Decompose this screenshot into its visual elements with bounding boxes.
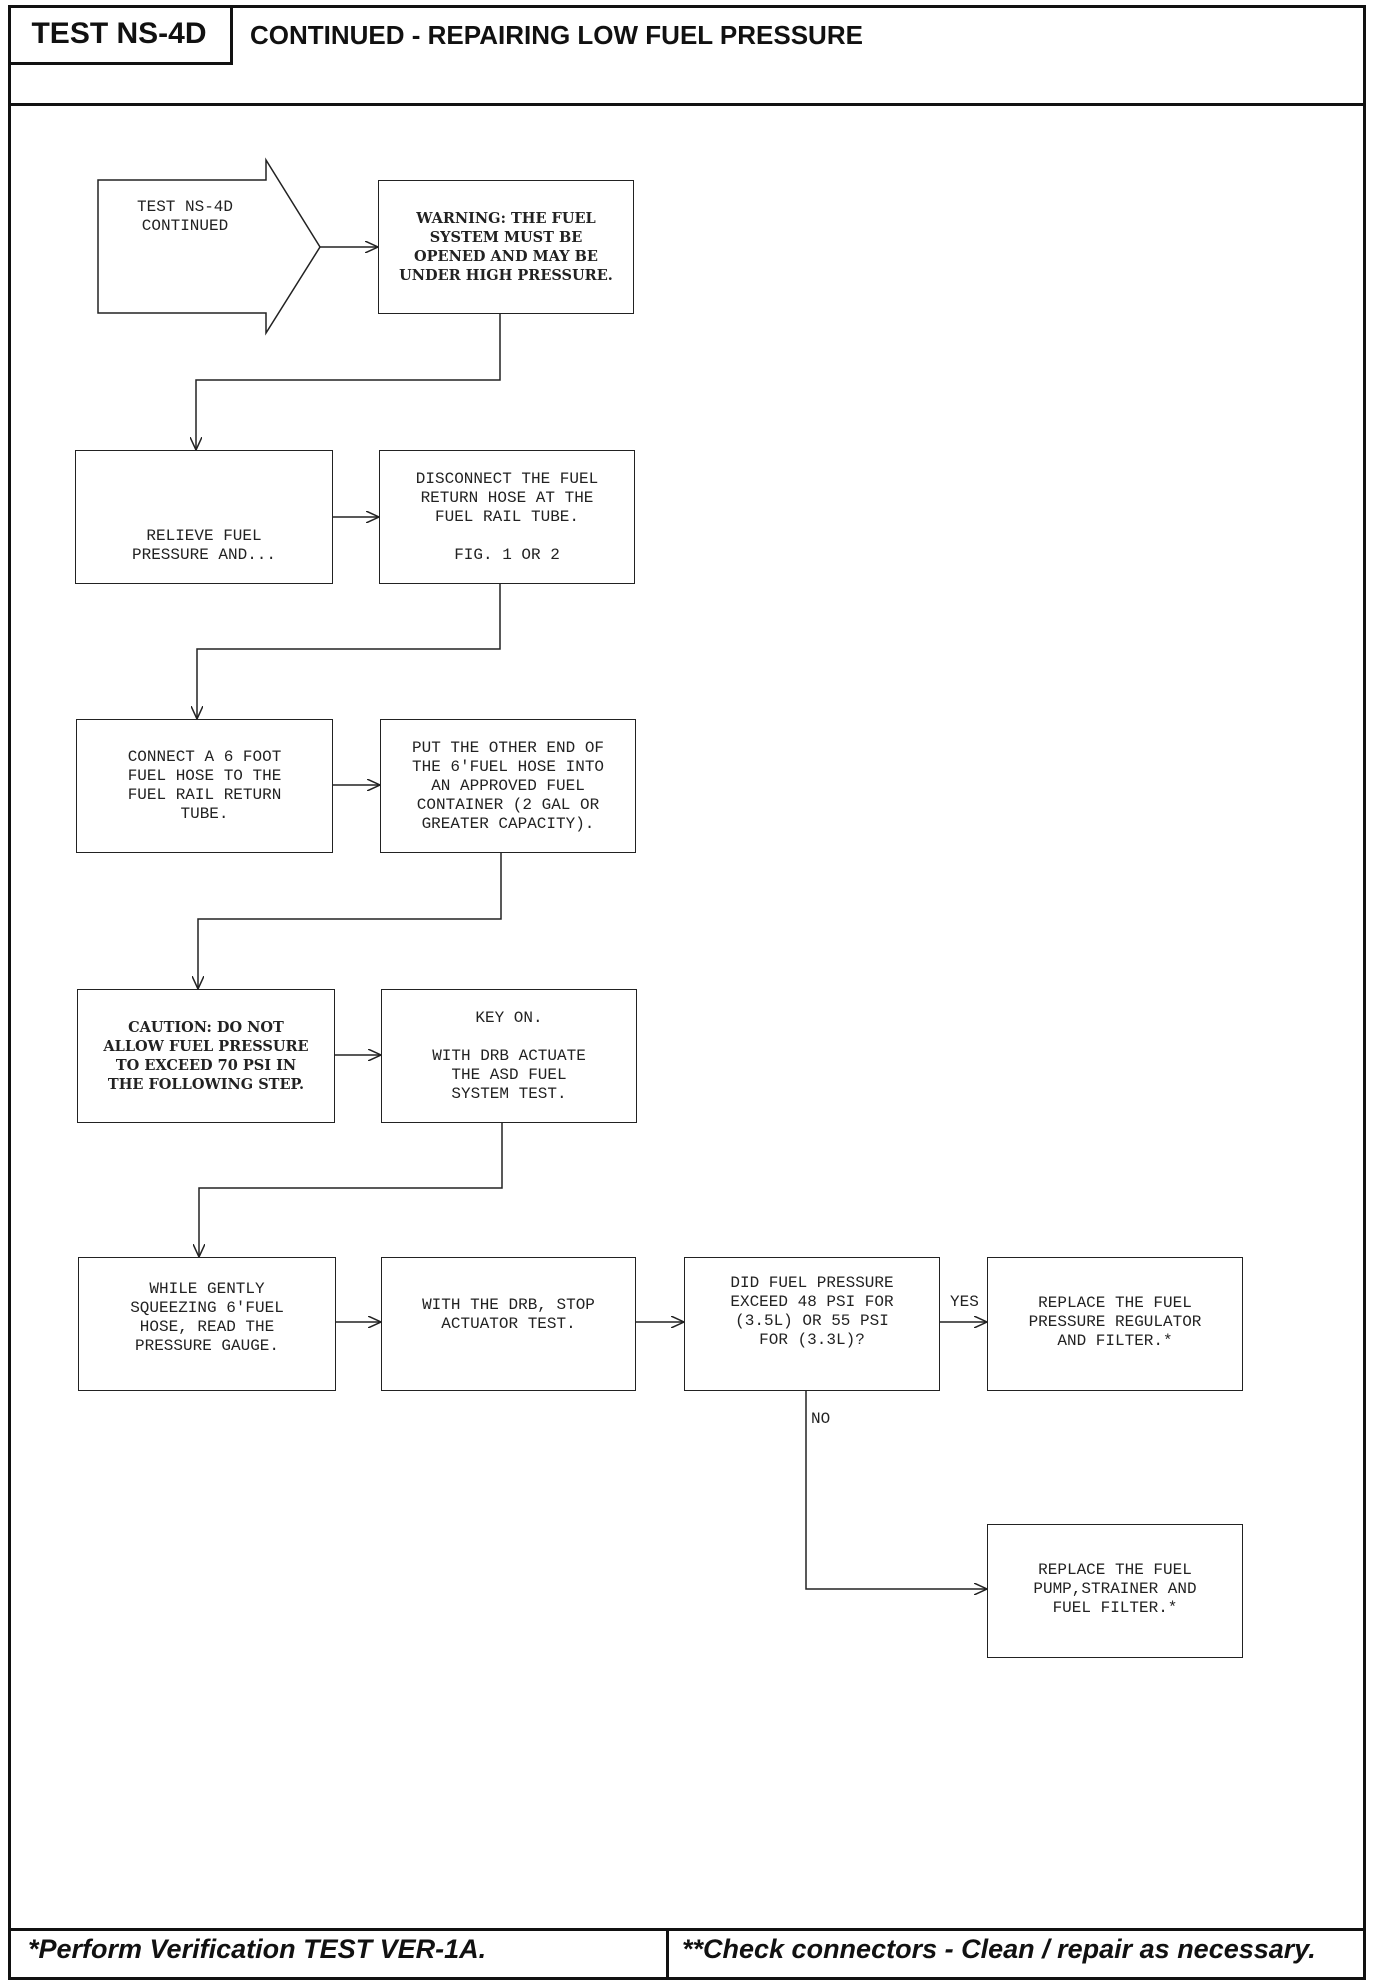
disconnect-hose-box: DISCONNECT THE FUEL RETURN HOSE AT THE F… <box>379 450 635 584</box>
entry-arrow-label: TEST NS-4D CONTINUED <box>136 198 233 235</box>
warning-box: WARNING: THE FUEL SYSTEM MUST BE OPENED … <box>378 180 634 314</box>
footer-divider <box>8 1928 1366 1931</box>
connector-warning-relieve <box>196 314 501 450</box>
connector-disconnect-connect <box>197 583 501 719</box>
footer-connector-note: **Check connectors - Clean / repair as n… <box>682 1934 1316 1964</box>
yes-label: YES <box>950 1293 979 1311</box>
footer-column-divider <box>666 1928 669 1980</box>
pressure-question-box: DID FUEL PRESSURE EXCEED 48 PSI FOR (3.5… <box>684 1257 940 1391</box>
put-hose-end-box: PUT THE OTHER END OF THE 6'FUEL HOSE INT… <box>380 719 636 853</box>
entry-arrow-shape <box>97 157 321 336</box>
connector-putend-caution <box>198 853 502 989</box>
connector-keyon-squeeze <box>199 1122 503 1257</box>
squeeze-hose-box: WHILE GENTLY SQUEEZING 6'FUEL HOSE, READ… <box>78 1257 336 1391</box>
page-frame <box>8 5 1366 1980</box>
no-label: NO <box>811 1410 831 1428</box>
footer-verification-note: *Perform Verification TEST VER-1A. <box>28 1934 487 1964</box>
connect-hose-box: CONNECT A 6 FOOT FUEL HOSE TO THE FUEL R… <box>76 719 333 853</box>
connector-no <box>805 1388 987 1589</box>
header-divider <box>8 103 1366 106</box>
relieve-pressure-box: RELIEVE FUEL PRESSURE AND... <box>75 450 333 584</box>
caution-box: CAUTION: DO NOT ALLOW FUEL PRESSURE TO E… <box>77 989 335 1123</box>
key-on-box: KEY ON. WITH DRB ACTUATE THE ASD FUEL SY… <box>381 989 637 1123</box>
page-title: CONTINUED - REPAIRING LOW FUEL PRESSURE <box>250 20 863 50</box>
stop-actuator-box: WITH THE DRB, STOP ACTUATOR TEST. <box>381 1257 636 1391</box>
replace-pump-box: REPLACE THE FUEL PUMP,STRAINER AND FUEL … <box>987 1524 1243 1658</box>
test-id: TEST NS-4D <box>8 5 233 65</box>
replace-regulator-box: REPLACE THE FUEL PRESSURE REGULATOR AND … <box>987 1257 1243 1391</box>
